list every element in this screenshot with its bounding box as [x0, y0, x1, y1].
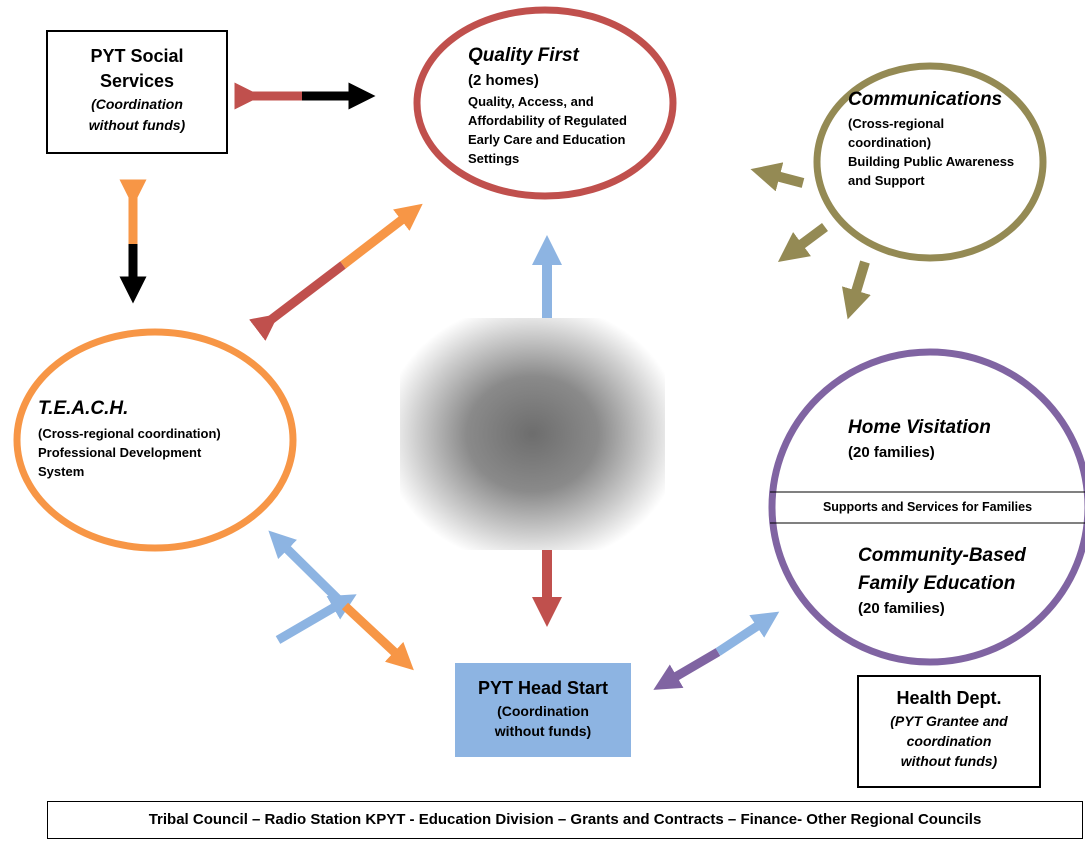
quality-first-title: Quality First: [468, 45, 579, 66]
head-start-note-1: (Coordination: [497, 703, 589, 719]
quality-first-line-3: Early Care and Education: [468, 132, 626, 147]
communications-line-1: (Cross-regional: [848, 116, 945, 131]
quality-first-line-4: Settings: [468, 151, 520, 166]
home-visitation-count: (20 families): [848, 444, 935, 461]
social-services-title-1: PYT Social: [90, 46, 184, 66]
quality-first-line-1: Quality, Access, and: [468, 94, 594, 109]
quality-first-line-2: Affordability of Regulated: [468, 113, 627, 128]
supports-services-label: Supports and Services for Families: [770, 498, 1085, 516]
home-visitation-content: Home Visitation (20 families): [848, 414, 1068, 464]
health-dept-note-2: coordination: [906, 733, 992, 749]
quality-first-count: (2 homes): [468, 72, 539, 89]
communications-ellipse: [813, 62, 1047, 262]
health-dept-note-1: (PYT Grantee and: [890, 713, 1008, 729]
teach-content: T.E.A.C.H. (Cross-regional coordination)…: [38, 394, 288, 481]
arrows-communications: [750, 162, 871, 320]
teach-ellipse: [13, 328, 297, 552]
social-services-box: PYT Social Services (Coordination withou…: [46, 30, 228, 154]
health-dept-title: Health Dept.: [896, 688, 1002, 708]
teach-line-2: Professional Development: [38, 445, 202, 460]
teach-line-1: (Cross-regional coordination): [38, 426, 221, 441]
arrow-teach-quality: [249, 203, 423, 341]
social-services-title-2: Services: [99, 71, 175, 91]
communications-line-4: and Support: [848, 173, 925, 188]
home-visitation-title: Home Visitation: [848, 417, 991, 438]
social-services-note-1: (Coordination: [91, 96, 183, 112]
health-dept-box: Health Dept. (PYT Grantee and coordinati…: [857, 675, 1041, 788]
footer-partners-text: Tribal Council – Radio Station KPYT - Ed…: [148, 811, 982, 828]
supports-services-text: Supports and Services for Families: [822, 500, 1033, 514]
quality-first-content: Quality First (2 homes) Quality, Access,…: [468, 42, 688, 168]
cbfe-title-2: Family Education: [858, 573, 1016, 594]
head-start-box: PYT Head Start (Coordination without fun…: [455, 663, 631, 757]
communications-title: Communications: [848, 89, 1003, 110]
footer-partners-bar: Tribal Council – Radio Station KPYT - Ed…: [47, 801, 1083, 839]
teach-title: T.E.A.C.H.: [38, 398, 129, 419]
home-visitation-ellipse: [768, 348, 1085, 666]
head-start-title: PYT Head Start: [477, 678, 609, 698]
quality-first-ellipse: [413, 6, 677, 200]
teach-line-3: System: [38, 464, 85, 479]
communications-line-2: coordination): [848, 135, 932, 150]
cbfe-content: Community-Based Family Education (20 fam…: [858, 542, 1073, 620]
arrow-headstart-homevisit: [653, 611, 780, 690]
health-dept-note-3: without funds): [900, 753, 998, 769]
cbfe-title-1: Community-Based: [858, 545, 1026, 566]
social-services-note-2: without funds): [88, 117, 186, 133]
arrow-teach-headstart-full: [268, 530, 414, 671]
arrow-teach-headstart: [275, 594, 357, 644]
head-start-note-2: without funds): [494, 723, 592, 739]
family-photo: [400, 318, 665, 550]
cbfe-count: (20 families): [858, 600, 945, 617]
communications-line-3: Building Public Awareness: [848, 154, 1015, 169]
communications-content: Communications (Cross-regional coordinat…: [848, 86, 1068, 190]
